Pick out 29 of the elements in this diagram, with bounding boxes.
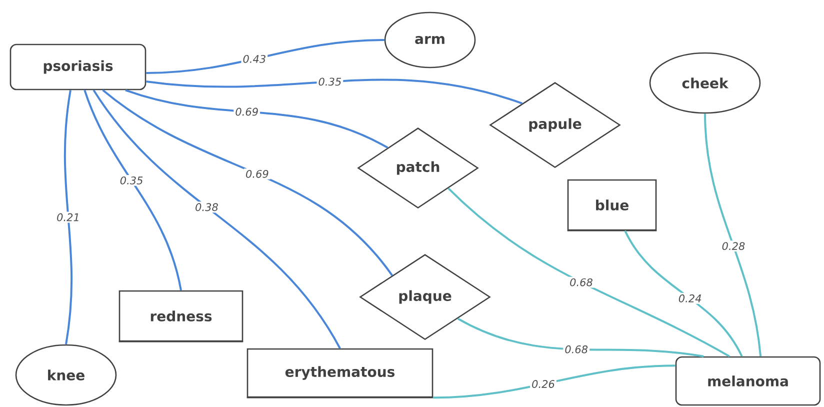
connector xyxy=(102,89,393,276)
edge-label: 0.21 xyxy=(55,212,82,223)
edge-label: 0.38 xyxy=(194,202,220,213)
underlined-term: redness xyxy=(118,290,244,342)
connector xyxy=(448,188,730,358)
edge-label: 0.35 xyxy=(118,174,145,186)
connector xyxy=(704,114,762,356)
connector xyxy=(624,230,743,357)
edge-label: 0.68 xyxy=(563,344,590,355)
edge-label: 0.69 xyxy=(244,168,270,180)
edge-label: 0.35 xyxy=(316,76,344,88)
connector xyxy=(84,90,182,291)
connector xyxy=(64,90,73,344)
edge-label: 0.69 xyxy=(234,106,260,118)
connector xyxy=(146,39,384,74)
edge-label: 0.43 xyxy=(241,53,268,64)
edge-label: 0.28 xyxy=(720,240,747,252)
term-box: melanoma xyxy=(675,356,821,406)
underlined-term: blue xyxy=(567,179,657,232)
connector xyxy=(125,89,388,149)
connector xyxy=(146,78,522,104)
connector xyxy=(457,318,704,358)
edge-label: 0.26 xyxy=(530,378,556,390)
connector xyxy=(433,364,676,399)
term-box: psoriasis xyxy=(10,44,146,90)
edge-label: 0.24 xyxy=(676,292,704,304)
edge-label: 0.68 xyxy=(568,276,594,288)
underlined-term: erythematous xyxy=(246,348,434,398)
connector xyxy=(92,90,341,349)
